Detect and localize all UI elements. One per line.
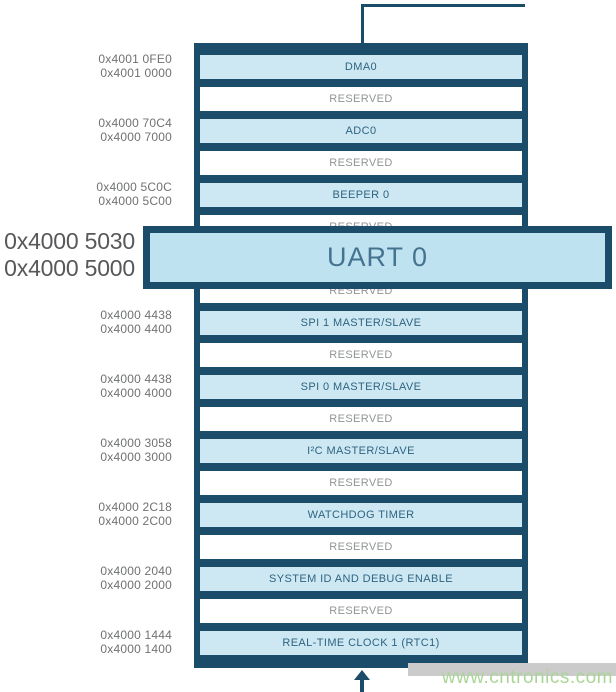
memory-row-reserved: RESERVED [200,599,522,623]
uart0-callout-label: UART 0 [326,242,429,272]
address-low: 0x4000 4000 [100,386,172,400]
memory-row-reserved: RESERVED [200,535,522,559]
memory-row-watchdog-timer: WATCHDOG TIMER [200,503,522,527]
memory-row-i-c-master-slave: I²C MASTER/SLAVE [200,439,522,463]
address-high: 0x4000 2C18 [98,500,172,514]
memory-row-spi-1-master-slave: SPI 1 MASTER/SLAVE [200,311,522,335]
memory-row-system-id-and-debug-enable: SYSTEM ID AND DEBUG ENABLE [200,567,522,591]
callout-address-label: 0x4000 5030 0x4000 5000 [0,228,135,282]
memory-row-reserved: RESERVED [200,343,522,367]
memory-row-reserved: RESERVED [200,407,522,431]
address-low: 0x4000 3000 [100,450,172,464]
address-high: 0x4000 3058 [100,436,172,450]
address-low: 0x4000 2C00 [98,514,172,528]
address-high: 0x4000 4438 [100,372,172,386]
address-high: 0x4000 1444 [100,628,172,642]
memory-row-spi-0-master-slave: SPI 0 MASTER/SLAVE [200,375,522,399]
address-high: 0x4000 2040 [100,564,172,578]
address-high: 0x4000 4438 [100,308,172,322]
watermark: www.cntronics.com [441,667,613,688]
callout-connector-horizontal [361,4,525,7]
address-low: 0x4000 2000 [100,578,172,592]
address-low: 0x4000 7000 [100,130,172,144]
address-low: 0x4000 1400 [100,642,172,656]
address-high: 0x4000 5C0C [96,180,172,194]
uart0-callout-box: UART 0 [143,226,612,289]
memory-row-reserved: RESERVED [200,471,522,495]
memory-row-reserved: RESERVED [200,87,522,111]
callout-connector-vertical [361,4,364,44]
up-arrow-icon [354,670,370,680]
memory-row-real-time-clock-1-rtc1: REAL-TIME CLOCK 1 (RTC1) [200,631,522,655]
callout-address-high: 0x4000 5030 [4,228,135,254]
address-low: 0x4000 5C00 [98,194,172,208]
watermark-strip [408,663,616,676]
callout-address-low: 0x4000 5000 [4,255,135,281]
address-high: 0x4001 0FE0 [98,52,172,66]
memory-row-dma0: DMA0 [200,55,522,79]
memory-row-reserved: RESERVED [200,151,522,175]
address-high: 0x4000 70C4 [98,116,172,130]
up-arrow-stem [360,679,364,692]
address-low: 0x4000 4400 [100,322,172,336]
memory-row-beeper-0: BEEPER 0 [200,183,522,207]
memory-row-adc0: ADC0 [200,119,522,143]
address-low: 0x4001 0000 [100,66,172,80]
